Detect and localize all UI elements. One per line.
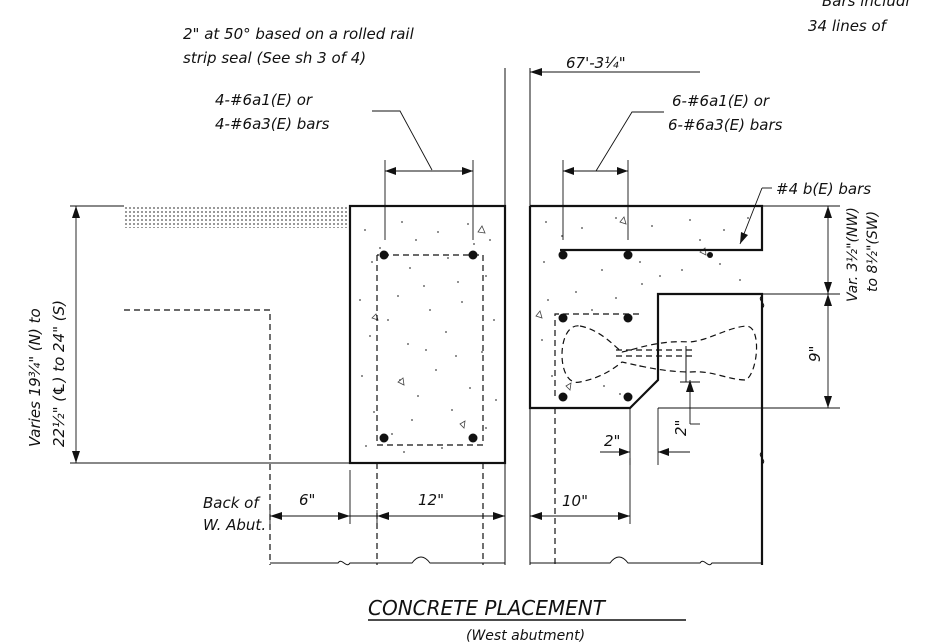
right-bars-leader <box>562 111 664 240</box>
corner-note-line2: 34 lines of <box>808 17 889 35</box>
overall-length-dimension: 67'-3¼" <box>530 54 700 76</box>
ten-inch-label: 10" <box>562 492 588 510</box>
right-block-aggregate <box>535 216 707 391</box>
right-block-outline <box>528 206 764 565</box>
nine-inch-dimension <box>658 294 840 409</box>
twelve-inch-label: 12" <box>418 491 444 509</box>
right-block-stipple <box>541 217 749 395</box>
left-bars-leader <box>372 110 474 240</box>
back-of-abut-line2: W. Abut. <box>203 516 266 534</box>
top-note-line1: 2" at 50° based on a rolled rail <box>183 25 415 43</box>
two-inch-vertical-label: 2" <box>672 420 690 436</box>
left-block-aggregate <box>371 225 486 429</box>
left-rebar-top-right <box>468 250 478 260</box>
right-rebar-5 <box>623 313 633 323</box>
bottom-dimension-chain <box>269 458 631 524</box>
right-rebar-1 <box>558 250 568 260</box>
left-concrete-block <box>348 204 507 465</box>
overall-length-label: 67'-3¼" <box>566 54 626 72</box>
right-concrete-block <box>530 204 764 252</box>
right-bars-callout-line2: 6-#6a3(E) bars <box>668 116 783 134</box>
drawing-title: CONCRETE PLACEMENT <box>368 596 607 620</box>
varies-label-line2: 22½" (℄) to 24" (S) <box>50 300 68 447</box>
left-rebar-top-left <box>379 250 389 260</box>
drawing-subtitle: (West abutment) <box>466 628 585 644</box>
two-inch-dims <box>600 380 700 465</box>
hatched-deck-strip <box>124 206 350 228</box>
left-stirrup-dashed <box>376 254 484 446</box>
right-rebar-3 <box>707 252 713 258</box>
top-note-line2: strip seal (See sh 3 of 4) <box>183 49 366 67</box>
b-bars-leader <box>739 187 772 245</box>
six-inch-label: 6" <box>299 491 315 509</box>
right-rebar-7 <box>623 392 633 402</box>
break-mark-right-lower <box>759 451 765 465</box>
two-inch-horizontal-label: 2" <box>604 432 620 450</box>
left-rebar-bottom-right <box>468 433 478 443</box>
varies-dimension <box>70 205 350 464</box>
right-rebar-6 <box>558 392 568 402</box>
bottom-break-line <box>270 556 762 566</box>
var-label-line2: to 8½"(SW) <box>865 211 881 292</box>
var-dimension <box>762 205 840 295</box>
old-abutment-dashed-outline <box>124 309 271 565</box>
right-rebar-4 <box>558 313 568 323</box>
back-of-abut-line1: Back of <box>203 494 261 512</box>
left-rebar-bottom-left <box>379 433 389 443</box>
left-block-stipple <box>359 221 497 453</box>
corner-note-line1: Bars includi <box>822 0 910 10</box>
varies-label-line1: Varies 19¾" (N) to <box>26 308 44 447</box>
left-bars-callout-line2: 4-#6a3(E) bars <box>215 115 330 133</box>
var-label-line1: Var. 3½"(NW) <box>845 207 861 302</box>
break-mark-right-upper <box>759 295 765 309</box>
right-stirrup-dashed <box>554 313 640 396</box>
right-rebar-2 <box>623 250 633 260</box>
b-bars-callout: #4 b(E) bars <box>776 180 871 198</box>
strip-seal-outline <box>561 325 758 383</box>
right-bars-callout-line1: 6-#6a1(E) or <box>672 92 770 110</box>
left-bars-callout-line1: 4-#6a1(E) or <box>215 91 313 109</box>
nine-inch-label: 9" <box>806 346 824 362</box>
